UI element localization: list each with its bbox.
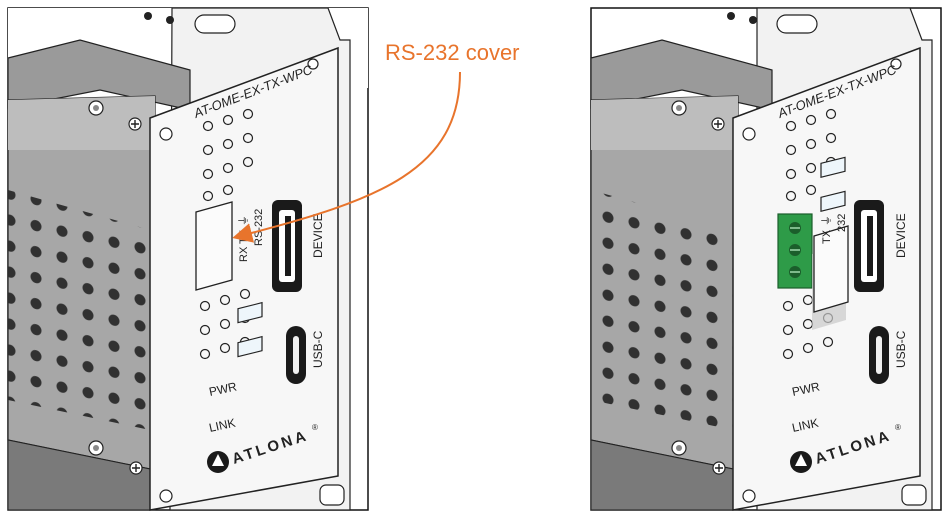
right-box-bottom	[590, 439, 739, 511]
right-bracket-hole2-icon	[749, 16, 757, 24]
left-device-label: DEVICE	[311, 213, 325, 258]
left-vent-holes	[8, 190, 150, 430]
right-phillips-bottom-cross	[715, 464, 723, 472]
right-faceplate-screw-icon	[742, 127, 756, 141]
left-link-led	[237, 335, 263, 358]
left-led-holes-bottom	[199, 288, 251, 360]
left-ground-label: ⏚	[237, 215, 250, 226]
right-usbc-label: USB-C	[894, 330, 908, 368]
left-box-side-upper	[8, 96, 155, 150]
left-phillips-top-cross	[131, 120, 139, 128]
right-atlona-logo-mark	[795, 454, 807, 466]
callout-label: RS-232 cover	[385, 40, 520, 65]
right-removed-cover	[813, 225, 849, 313]
left-faceplate	[149, 46, 339, 511]
right-rs232-label: 232	[836, 214, 848, 232]
right-reg-mark: ®	[895, 423, 901, 432]
left-device-illustration: AT-OME-EX-TX-WPC RX TX ⏚ RS-232 DEVICE U…	[7, 7, 369, 511]
left-bracket-hole3-icon	[307, 58, 319, 70]
left-phillips-bottom-cross	[132, 464, 140, 472]
right-usb-c-inner	[876, 336, 882, 374]
right-terminal-screws	[789, 222, 801, 278]
left-reg-mark: ®	[312, 423, 318, 432]
left-usb-a-tongue	[285, 216, 291, 276]
callout-group: RS-232 cover	[232, 40, 520, 243]
right-faceplate-screw2-icon	[742, 489, 756, 503]
left-bracket-hole1-icon	[144, 12, 152, 20]
left-faceplate-screw2-icon	[159, 489, 173, 503]
right-usb-a-tongue	[867, 216, 873, 276]
left-usb-c-inner	[293, 336, 299, 374]
left-link-label: LINK	[208, 416, 237, 435]
right-link-label: LINK	[791, 416, 820, 435]
right-link-led	[820, 190, 846, 213]
left-pwr-label: PWR	[208, 379, 239, 399]
left-box-bottom	[7, 439, 156, 511]
right-ground-label: ⏚	[820, 215, 833, 226]
left-usbc-label: USB-C	[311, 330, 325, 368]
left-led-holes-top	[202, 108, 254, 202]
left-bracket-hole2-icon	[166, 16, 174, 24]
right-device-label: DEVICE	[894, 213, 908, 258]
right-bracket-slot2-icon	[901, 484, 927, 506]
left-bracket-slot-icon	[194, 14, 236, 34]
left-rx-label: RX	[238, 246, 250, 262]
left-rs232-cover	[195, 201, 233, 291]
right-vent-holes	[591, 190, 733, 430]
left-screw-top-core-icon	[93, 105, 99, 111]
right-phillips-top-cross	[714, 120, 722, 128]
right-pwr-led	[820, 156, 846, 179]
right-screw-bottom-core-icon	[676, 445, 682, 451]
right-bracket-hole1-icon	[727, 12, 735, 20]
left-tx-label: TX	[238, 229, 250, 244]
left-bracket-slot2-icon	[319, 484, 345, 506]
callout-arrow	[232, 71, 461, 243]
right-bracket-hole3-icon	[890, 58, 902, 70]
right-pwr-label: PWR	[791, 379, 822, 399]
left-pwr-led	[237, 301, 263, 324]
left-faceplate-screw-icon	[159, 127, 173, 141]
right-tx-label: TX	[821, 229, 833, 244]
right-device-illustration: AT-OME-EX-TX-WPC TX ⏚ 232 DEVICE	[590, 7, 942, 511]
left-rs232-label: RS-232	[253, 209, 265, 246]
left-atlona-logo-mark	[212, 454, 224, 466]
left-screw-bottom-core-icon	[93, 445, 99, 451]
right-screw-top-core-icon	[676, 105, 682, 111]
right-bracket-slot-icon	[776, 14, 818, 34]
right-box-side-upper	[591, 96, 738, 150]
